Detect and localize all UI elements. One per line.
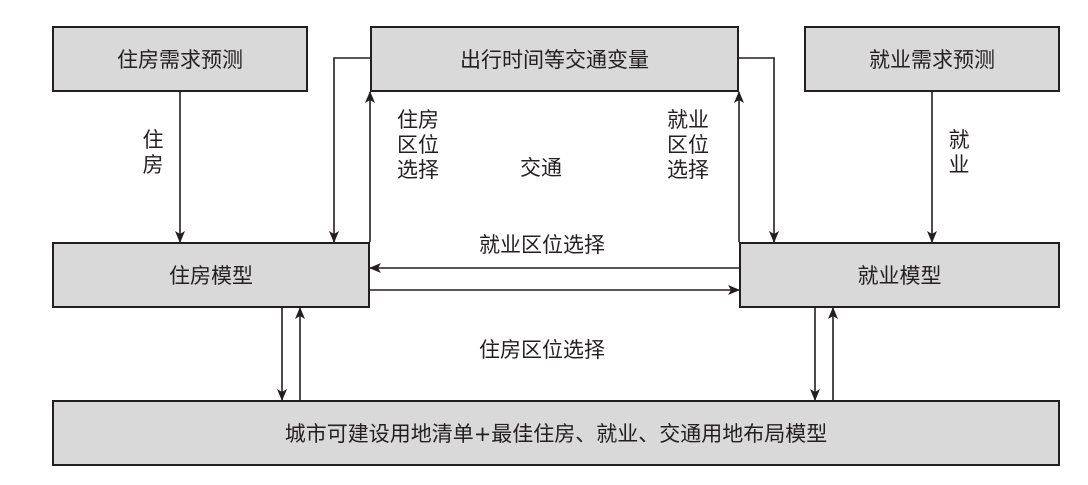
housing-location-choice-upper-label: 住房区位选择 — [397, 108, 439, 182]
employment-flow-label: 就业 — [948, 128, 970, 177]
employment-location-choice-upper-label: 就业区位选择 — [667, 108, 709, 182]
housing-model-box: 住房模型 — [52, 242, 370, 308]
employment-demand-box: 就业需求预测 — [804, 26, 1060, 92]
traffic-variables-box: 出行时间等交通变量 — [370, 26, 739, 92]
employment-location-choice-middle-label: 就业区位选择 — [479, 233, 605, 257]
housing-demand-label: 住房需求预测 — [117, 48, 243, 72]
employment-demand-label: 就业需求预测 — [869, 48, 995, 72]
arrow-traffic-to-employment-model — [739, 57, 779, 243]
land-inventory-box: 城市可建设用地清单+最佳住房、就业、交通用地布局模型 — [52, 400, 1060, 466]
employment-model-label: 就业模型 — [857, 264, 942, 288]
housing-model-label: 住房模型 — [169, 264, 253, 288]
arrow-traffic-to-housing-model — [329, 57, 370, 243]
employment-model-box: 就业模型 — [739, 242, 1060, 308]
housing-demand-box: 住房需求预测 — [52, 26, 308, 92]
housing-location-choice-lower-label: 住房区位选择 — [479, 338, 605, 362]
traffic-variables-label: 出行时间等交通变量 — [460, 48, 649, 72]
housing-flow-label: 住房 — [142, 128, 164, 177]
traffic-label: 交通 — [520, 156, 562, 180]
land-inventory-label: 城市可建设用地清单+最佳住房、就业、交通用地布局模型 — [284, 422, 828, 446]
